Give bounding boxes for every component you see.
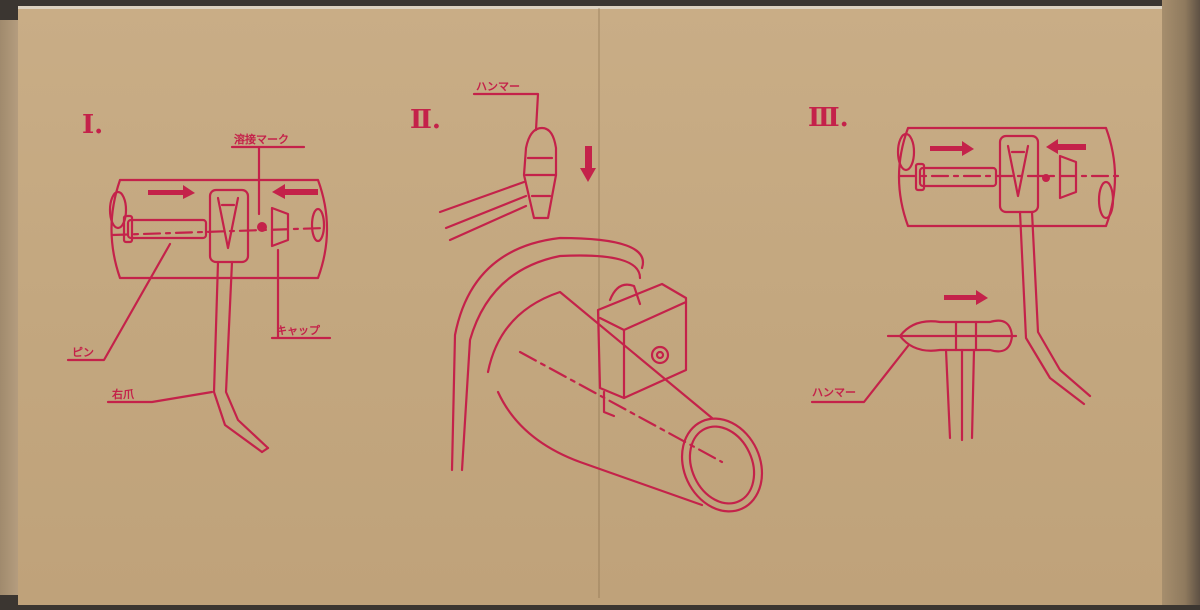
step-1-pin-label: ピン xyxy=(72,346,94,359)
step-3-numeral: Ⅲ. xyxy=(808,103,849,133)
step-3-hammer-handle xyxy=(944,348,976,442)
step-3-hammer-leader xyxy=(810,344,910,404)
step-2-pipe-end xyxy=(680,417,764,513)
step-1-cap-label: キャップ xyxy=(276,323,321,337)
step-3-arrow-right xyxy=(930,141,974,156)
step-2-numeral: Ⅱ. xyxy=(410,105,441,135)
step-2-hammer-handle xyxy=(438,180,528,242)
box-right-flap xyxy=(1162,0,1200,605)
step-1-pin xyxy=(126,218,208,240)
step-1-centerline xyxy=(110,226,327,237)
step-2-claw-arm xyxy=(450,236,645,472)
step-3-arrow-left xyxy=(1046,139,1086,154)
cardboard-panel xyxy=(18,6,1164,605)
step-2-hammer-label: ハンマー xyxy=(476,80,520,93)
step-3-claw-housing xyxy=(998,134,1040,214)
step-1-illustration: Ⅰ. 溶接マーク ピン キャップ 右爪 xyxy=(66,110,332,454)
step-1-weld-leader xyxy=(230,145,306,216)
step-1-claw-leader xyxy=(106,390,214,404)
step-1-weld-mark-label: 溶接マーク xyxy=(234,132,289,146)
step-2-claw-tip xyxy=(608,283,642,306)
step-3-pin xyxy=(918,166,998,188)
step-1-claw-housing xyxy=(208,188,250,264)
step-3-claw-arm xyxy=(1018,210,1092,406)
box-left-flap xyxy=(0,20,22,595)
step-2-strike-arrow xyxy=(580,146,596,182)
step-2-pipe xyxy=(486,290,714,507)
step-3-hammer-label: ハンマー xyxy=(812,386,856,399)
step-2-hammer-head xyxy=(522,126,558,220)
step-1-claw-tip xyxy=(216,196,240,250)
step-1-cap-leader xyxy=(270,248,332,340)
step-1-claw-label: 右爪 xyxy=(111,387,135,401)
step-3-pipe xyxy=(897,126,1117,228)
step-2-hammer-leader xyxy=(472,92,540,132)
step-1-pin-leader xyxy=(66,242,172,362)
step-1-cap xyxy=(270,206,290,248)
step-1-weld-dot xyxy=(257,222,267,232)
step-1-numeral: Ⅰ. xyxy=(82,110,103,140)
step-3-illustration: Ⅲ. ハンマー xyxy=(808,103,1126,442)
step-1-claw-arm xyxy=(212,260,270,454)
step-1-pin-head xyxy=(122,214,134,244)
panel-crease xyxy=(598,8,600,598)
step-1-arrow-left xyxy=(272,184,318,199)
step-2-clamp xyxy=(596,282,688,400)
step-2-pin-head xyxy=(650,345,670,365)
step-3-strike-arrow xyxy=(944,290,988,305)
step-1-pipe-end xyxy=(108,190,128,230)
step-1-pipe-end-right xyxy=(310,207,326,243)
step-1-pipe xyxy=(110,178,329,280)
step-1-arrow-right xyxy=(148,185,195,199)
step-3-cap xyxy=(1058,154,1078,200)
step-2-illustration: Ⅱ. ハンマー xyxy=(410,80,764,513)
step-2-centerline xyxy=(518,350,724,464)
